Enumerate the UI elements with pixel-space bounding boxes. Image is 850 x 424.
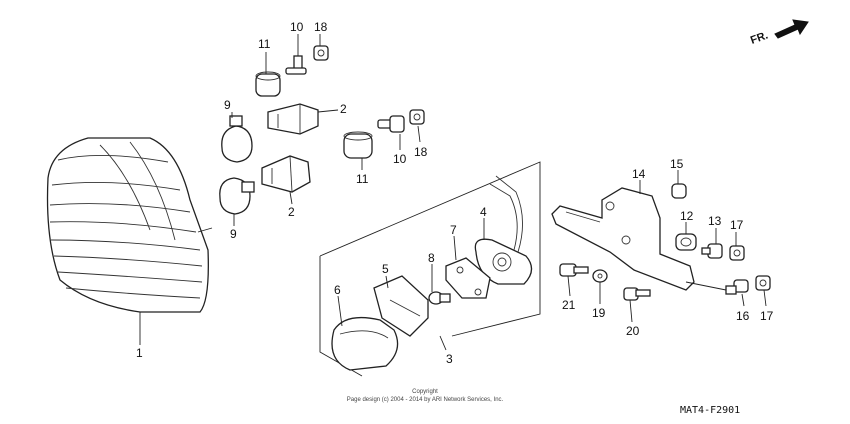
callout-15: 15 [670, 157, 684, 171]
part-18-nut-upper[interactable] [313, 34, 329, 61]
part-21-bolt[interactable] [559, 263, 589, 297]
part-10-bolt-lower[interactable] [377, 115, 405, 150]
callout-17-lower: 17 [760, 309, 774, 323]
callout-19: 19 [592, 306, 606, 320]
part-18-nut-lower[interactable] [409, 109, 425, 143]
part-9-bulb-upper[interactable] [221, 112, 253, 163]
callout-18-lower: 18 [414, 145, 428, 159]
part-4-license-light-base[interactable] [474, 175, 533, 285]
copyright-notice: Page design (c) 2004 - 2014 by ARI Netwo… [347, 397, 504, 403]
part-14-license-bracket[interactable] [551, 180, 695, 291]
part-12-collar[interactable] [675, 222, 697, 251]
callout-2-lower: 2 [288, 205, 295, 219]
callout-10-upper: 10 [290, 20, 304, 34]
part-17-nut-upper[interactable] [729, 232, 745, 261]
callout-4: 4 [480, 205, 487, 219]
part-15-grommet[interactable] [671, 170, 687, 199]
part-6-lens-cover[interactable] [331, 295, 399, 371]
part-17-nut-lower[interactable] [755, 275, 771, 307]
callout-2-upper: 2 [340, 102, 347, 116]
callout-12: 12 [680, 209, 694, 223]
part-7-gasket[interactable] [445, 235, 491, 299]
part-1-taillight-lens[interactable] [46, 137, 213, 345]
callout-9-lower: 9 [230, 227, 237, 241]
part-9-bulb-lower[interactable] [219, 177, 255, 226]
callout-7: 7 [450, 223, 457, 237]
callout-9-upper: 9 [224, 98, 231, 112]
callout-14: 14 [632, 167, 646, 181]
callout-18-upper: 18 [314, 20, 328, 34]
part-5-light-housing[interactable] [373, 275, 429, 337]
front-direction-indicator: FR. [749, 19, 809, 47]
callout-11-lower: 11 [356, 172, 369, 186]
part-8-small-bulb[interactable] [428, 264, 451, 305]
callout-5: 5 [382, 262, 389, 276]
callout-17-upper: 17 [730, 218, 744, 232]
part-11-grommet-upper[interactable] [255, 52, 281, 97]
part-2-socket-lower[interactable] [261, 155, 311, 205]
part-13-bolt[interactable] [701, 228, 723, 259]
callout-3: 3 [446, 352, 453, 366]
part-19-washer[interactable] [592, 269, 608, 304]
callout-10-lower: 10 [393, 152, 407, 166]
callout-20: 20 [626, 324, 640, 338]
front-arrow-icon [774, 19, 809, 39]
callout-1: 1 [136, 346, 143, 360]
part-16-bolt[interactable] [685, 279, 749, 307]
callout-16: 16 [736, 309, 750, 323]
part-2-socket-upper[interactable] [267, 103, 339, 135]
part-20-bolt[interactable] [623, 287, 651, 323]
callout-6: 6 [334, 283, 341, 297]
callout-8: 8 [428, 251, 435, 265]
callout-21: 21 [562, 298, 576, 312]
part-10-bolt-upper[interactable] [285, 34, 307, 75]
diagram-code: MAT4-F2901 [680, 405, 740, 416]
part-11-grommet-lower[interactable] [343, 131, 373, 170]
direction-label: FR. [749, 29, 770, 46]
callout-13: 13 [708, 214, 722, 228]
callout-11-upper: 11 [258, 37, 271, 51]
copyright-title: Copyright [412, 389, 438, 395]
